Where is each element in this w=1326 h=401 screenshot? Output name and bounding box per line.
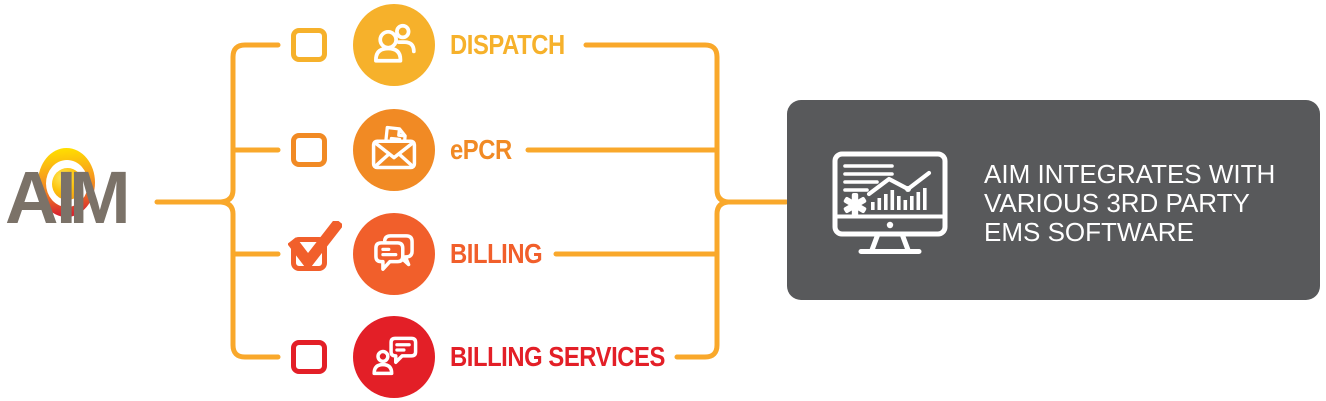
check-mark-icon	[288, 221, 342, 271]
left-brace-upper	[218, 42, 281, 205]
person-chat-icon	[372, 336, 418, 376]
logo-letter-m: M	[69, 156, 131, 239]
dashboard-monitor-icon	[831, 150, 949, 262]
billing-label: BILLING	[450, 238, 543, 269]
info-text-line-1: AIM INTEGRATES WITH	[984, 159, 1276, 189]
star-of-life-icon	[843, 193, 867, 217]
billing-circle	[353, 213, 435, 295]
info-text-line-3: EMS SOFTWARE	[984, 217, 1194, 247]
dispatch-label: DISPATCH	[450, 29, 565, 60]
billing-services-circle	[353, 316, 435, 398]
dispatch-circle	[353, 4, 435, 86]
dispatch-checkbox[interactable]	[291, 28, 327, 62]
epcr-checkbox[interactable]	[291, 133, 327, 167]
info-box: AIM INTEGRATES WITH VARIOUS 3RD PARTY EM…	[787, 100, 1320, 300]
billing-services-checkbox[interactable]	[291, 340, 327, 374]
chat-bubbles-icon	[374, 234, 414, 271]
epcr-circle	[353, 109, 435, 191]
envelope-document-icon	[371, 125, 417, 170]
logo-letter-i: I	[56, 156, 77, 239]
info-text: AIM INTEGRATES WITH VARIOUS 3RD PARTY EM…	[984, 160, 1275, 247]
epcr-label: ePCR	[450, 134, 512, 165]
right-brace-lower	[674, 199, 731, 360]
info-text-line-2: VARIOUS 3RD PARTY	[984, 188, 1250, 218]
logo-letter-a: A	[5, 156, 58, 239]
right-brace-upper	[583, 42, 789, 205]
bullseye-center-disc	[52, 168, 83, 200]
left-brace-lower	[218, 199, 281, 360]
users-icon	[374, 23, 416, 63]
billing-services-label: BILLING SERVICES	[450, 341, 665, 372]
